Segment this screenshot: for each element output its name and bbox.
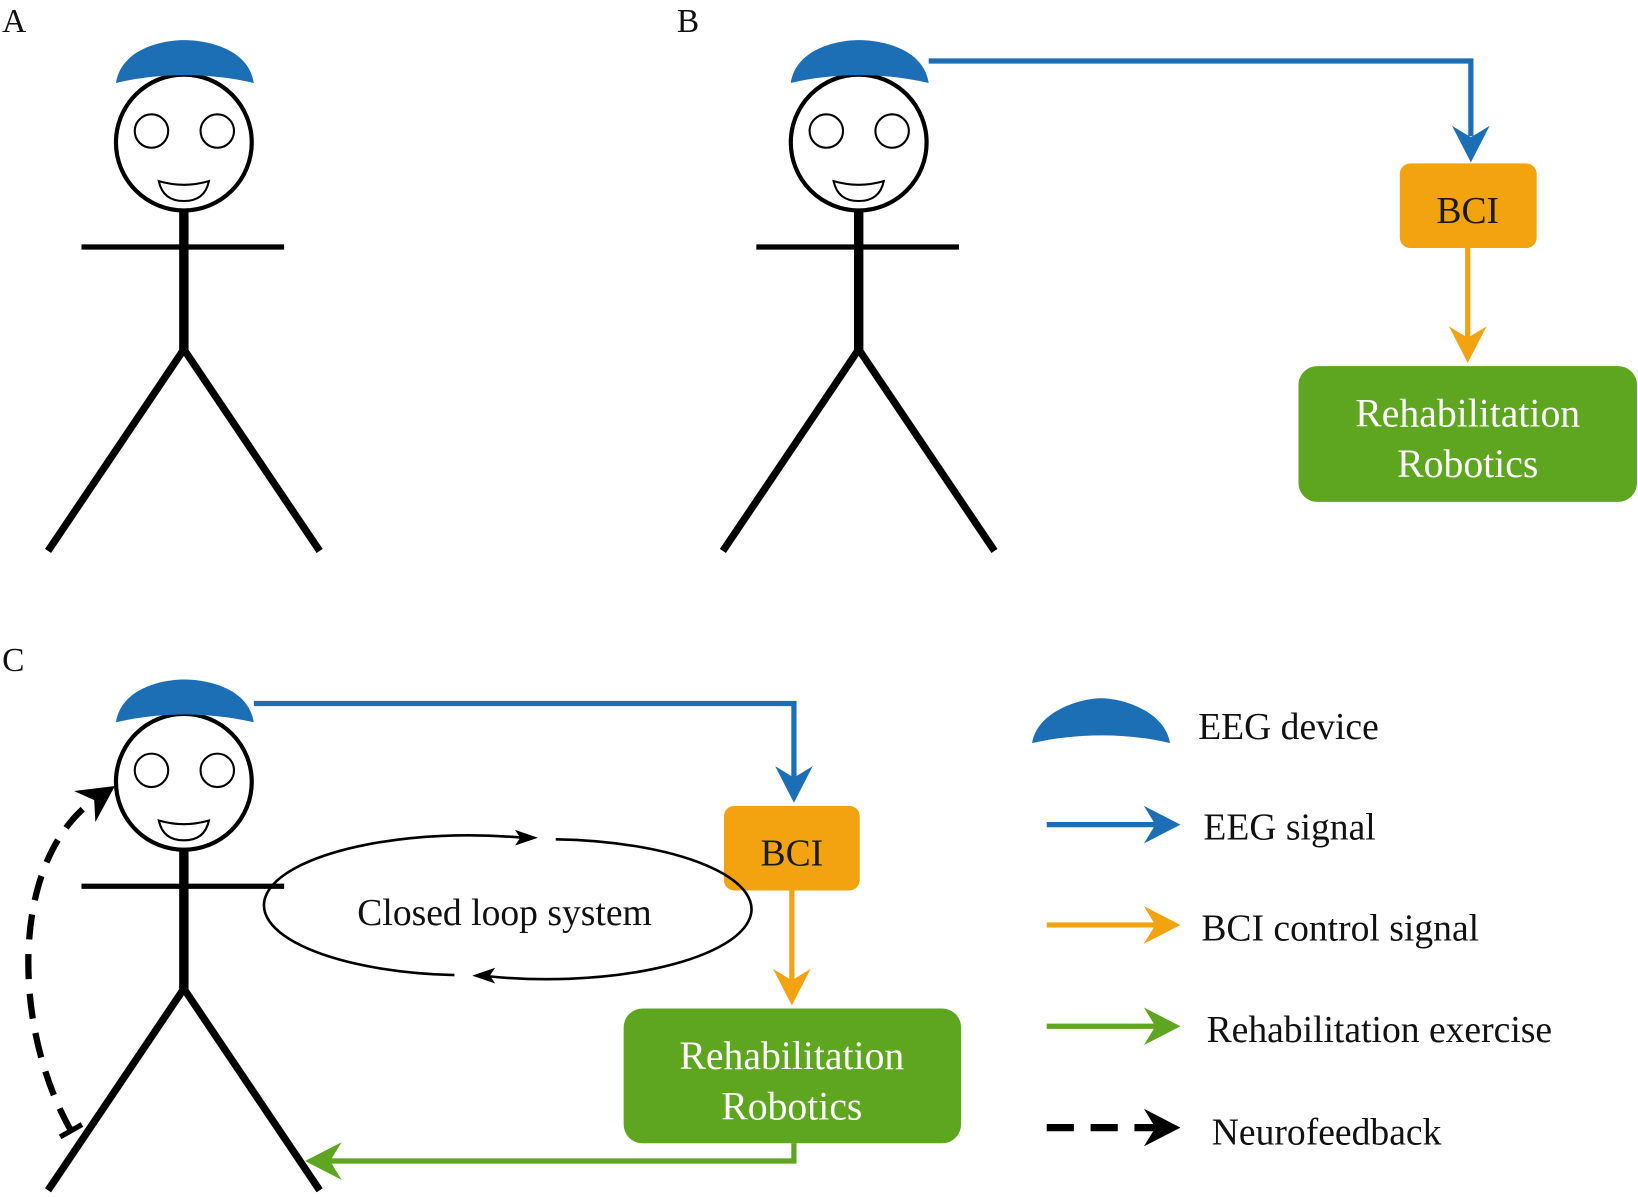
eeg-cap-icon: [115, 40, 254, 83]
smile: [157, 818, 211, 842]
bci-label-c: BCI: [761, 832, 824, 874]
right-leg: [180, 986, 323, 1193]
rehab-robotics-line2-b: Robotics: [1397, 442, 1538, 486]
left-leg: [45, 986, 187, 1193]
closed-loop-arrowhead-top: [515, 829, 538, 846]
left-eye: [133, 752, 170, 789]
stick-figure-b: [719, 40, 998, 554]
bci-label-b: BCI: [1436, 190, 1499, 232]
dashed-arrowhead-icon: [1143, 1108, 1181, 1147]
blue-arrowhead-icon: [1143, 805, 1181, 844]
eeg-cap-icon: [790, 40, 929, 83]
bci-box-b: [1399, 163, 1537, 249]
rehab-robotics-line2-c: Robotics: [721, 1084, 862, 1128]
eeg-signal-arrowhead-b: [1452, 125, 1490, 163]
rehab-robotics-box-c: [623, 1008, 962, 1144]
smile: [157, 179, 211, 203]
neurofeedback-arrow-c: [25, 795, 98, 1133]
panel-label-c: C: [2, 642, 24, 679]
closed-loop-arc-left: [262, 833, 523, 977]
legend-label-bci-control: BCI control signal: [1201, 908, 1479, 950]
closed-loop-cycle: Closed loop system: [262, 829, 753, 984]
legend-label-rehab-exercise: Rehabilitation exercise: [1207, 1009, 1553, 1051]
neurofeedback-arrowhead-c: [74, 786, 115, 823]
eeg-signal-arrowhead-c: [775, 766, 813, 803]
rehab-exercise-arrowhead-c: [305, 1142, 342, 1180]
panel-label-b: B: [677, 3, 699, 40]
legend-label-neurofeedback: Neurofeedback: [1212, 1111, 1442, 1153]
legend: EEG device EEG signal BCI control signal…: [1032, 698, 1552, 1153]
closed-loop-arc-right: [486, 837, 753, 981]
stick-figure-c: [45, 679, 323, 1193]
green-arrowhead-icon: [1143, 1007, 1181, 1046]
eeg-signal-arrow-b: [928, 58, 1474, 137]
panel-label-a: A: [2, 3, 26, 40]
left-leg: [45, 347, 187, 554]
eeg-cap-icon: [115, 679, 254, 723]
bci-control-arrowhead-b: [1448, 326, 1487, 363]
eeg-signal-arrow-c: [253, 700, 797, 778]
right-eye: [874, 113, 910, 149]
left-eye: [133, 113, 170, 149]
eeg-cap-icon: [1032, 698, 1170, 744]
rehab-robotics-box-b: [1298, 366, 1637, 502]
left-leg: [719, 347, 862, 554]
legend-label-eeg-signal: EEG signal: [1203, 806, 1375, 848]
smile: [832, 179, 886, 203]
bci-control-arrowhead-c: [773, 968, 811, 1006]
right-leg: [855, 347, 998, 554]
bci-box-c: [723, 805, 860, 891]
rehab-robotics-line1-c: Rehabilitation: [679, 1034, 904, 1078]
right-eye: [199, 752, 236, 789]
left-eye: [808, 113, 845, 149]
closed-loop-arrowhead-bottom: [472, 967, 496, 984]
rehab-exercise-arrow-c: [330, 1143, 797, 1164]
neurofeedback-tick-c: [58, 1122, 84, 1140]
closed-loop-label: Closed loop system: [357, 892, 652, 934]
right-eye: [199, 113, 236, 149]
rehab-robotics-line1-b: Rehabilitation: [1355, 392, 1580, 436]
orange-arrowhead-icon: [1143, 906, 1181, 944]
right-leg: [180, 347, 323, 554]
stick-figure-a: [45, 40, 323, 554]
legend-label-eeg-device: EEG device: [1198, 706, 1379, 748]
